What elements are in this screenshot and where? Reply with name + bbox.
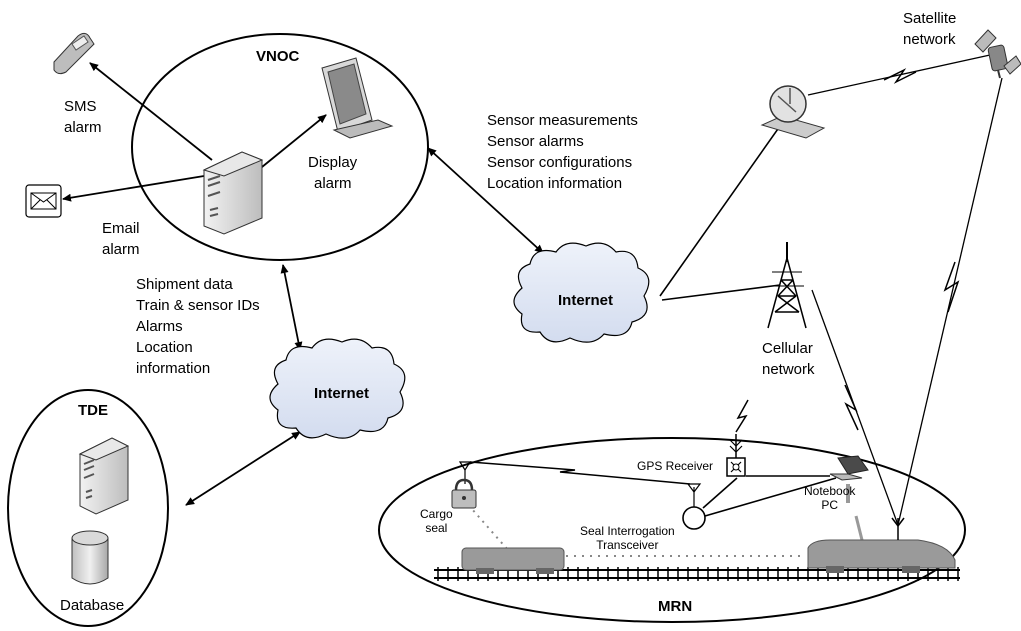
vnoc-internet-data-list: Sensor measurements Sensor alarms Sensor…: [487, 110, 638, 194]
tde-server-icon: [78, 437, 130, 515]
arrow-vnoc-internet-right: [427, 147, 544, 254]
link-internet-dish: [659, 125, 781, 297]
satellite-dish-icon: [760, 85, 826, 139]
database-label: Database: [60, 597, 125, 614]
antenna-icon: [458, 461, 472, 484]
internet-label-left: Internet: [314, 385, 370, 402]
list-item: information: [136, 360, 211, 377]
gps-receiver-label: GPS Receiver: [637, 459, 714, 473]
train-icon: [807, 517, 956, 573]
laptop-icon: [829, 455, 869, 481]
gps-signal: [735, 399, 749, 433]
list-item: Sensor configurations: [487, 154, 633, 171]
arrow-to-sms: [89, 62, 213, 161]
arrow-to-email: [62, 175, 205, 202]
cell-phone-icon: [53, 32, 95, 75]
satellite-icon: [974, 29, 1021, 79]
arrow-vnoc-internet-left: [280, 264, 303, 351]
cell-tower-icon: [767, 242, 807, 329]
list-item: Location information: [487, 175, 623, 192]
arrow-to-display: [261, 114, 327, 168]
list-item: Location: [136, 339, 193, 356]
database-cylinder-icon: [71, 530, 109, 585]
tde-vnoc-data-list: Shipment data Train & sensor IDs Alarms …: [136, 274, 260, 379]
vnoc-title: VNOC: [256, 48, 300, 65]
list-item: Train & sensor IDs: [136, 297, 260, 314]
zigzag-tower-train: [844, 384, 859, 431]
arrow-tde-internet: [185, 431, 301, 506]
padlock-icon: [451, 478, 477, 509]
wireless-seal-transceiver: [469, 461, 691, 485]
internet-cloud-left: [269, 338, 406, 439]
mrn-title: MRN: [658, 598, 693, 615]
vnoc-ellipse: [131, 33, 429, 261]
tde-title: TDE: [78, 402, 108, 419]
link-transceiver-notebook: [704, 477, 837, 517]
internet-label-right: Internet: [558, 292, 614, 309]
link-satellite-train: [897, 77, 1003, 526]
link-gps-transceiver: [702, 477, 738, 509]
list-item: Alarms: [136, 318, 183, 335]
link-dish-satellite: [807, 54, 991, 96]
transceiver-icon: [682, 483, 706, 530]
list-item: Shipment data: [136, 276, 233, 293]
monitor-icon: [321, 57, 394, 139]
zigzag-satellite-train: [943, 261, 960, 313]
zigzag-dish-satellite: [883, 68, 917, 84]
link-internet-tower: [661, 284, 781, 301]
server-icon: [202, 151, 264, 235]
tde-ellipse: [7, 389, 169, 627]
transceiver-post: [854, 515, 864, 541]
freight-car-icon: [461, 547, 565, 574]
mrn-ellipse: [378, 437, 966, 623]
envelope-icon: [25, 184, 62, 218]
internet-cloud-right: [513, 242, 650, 343]
gps-receiver-icon: [726, 434, 746, 477]
list-item: Sensor alarms: [487, 133, 584, 150]
list-item: Sensor measurements: [487, 112, 638, 129]
